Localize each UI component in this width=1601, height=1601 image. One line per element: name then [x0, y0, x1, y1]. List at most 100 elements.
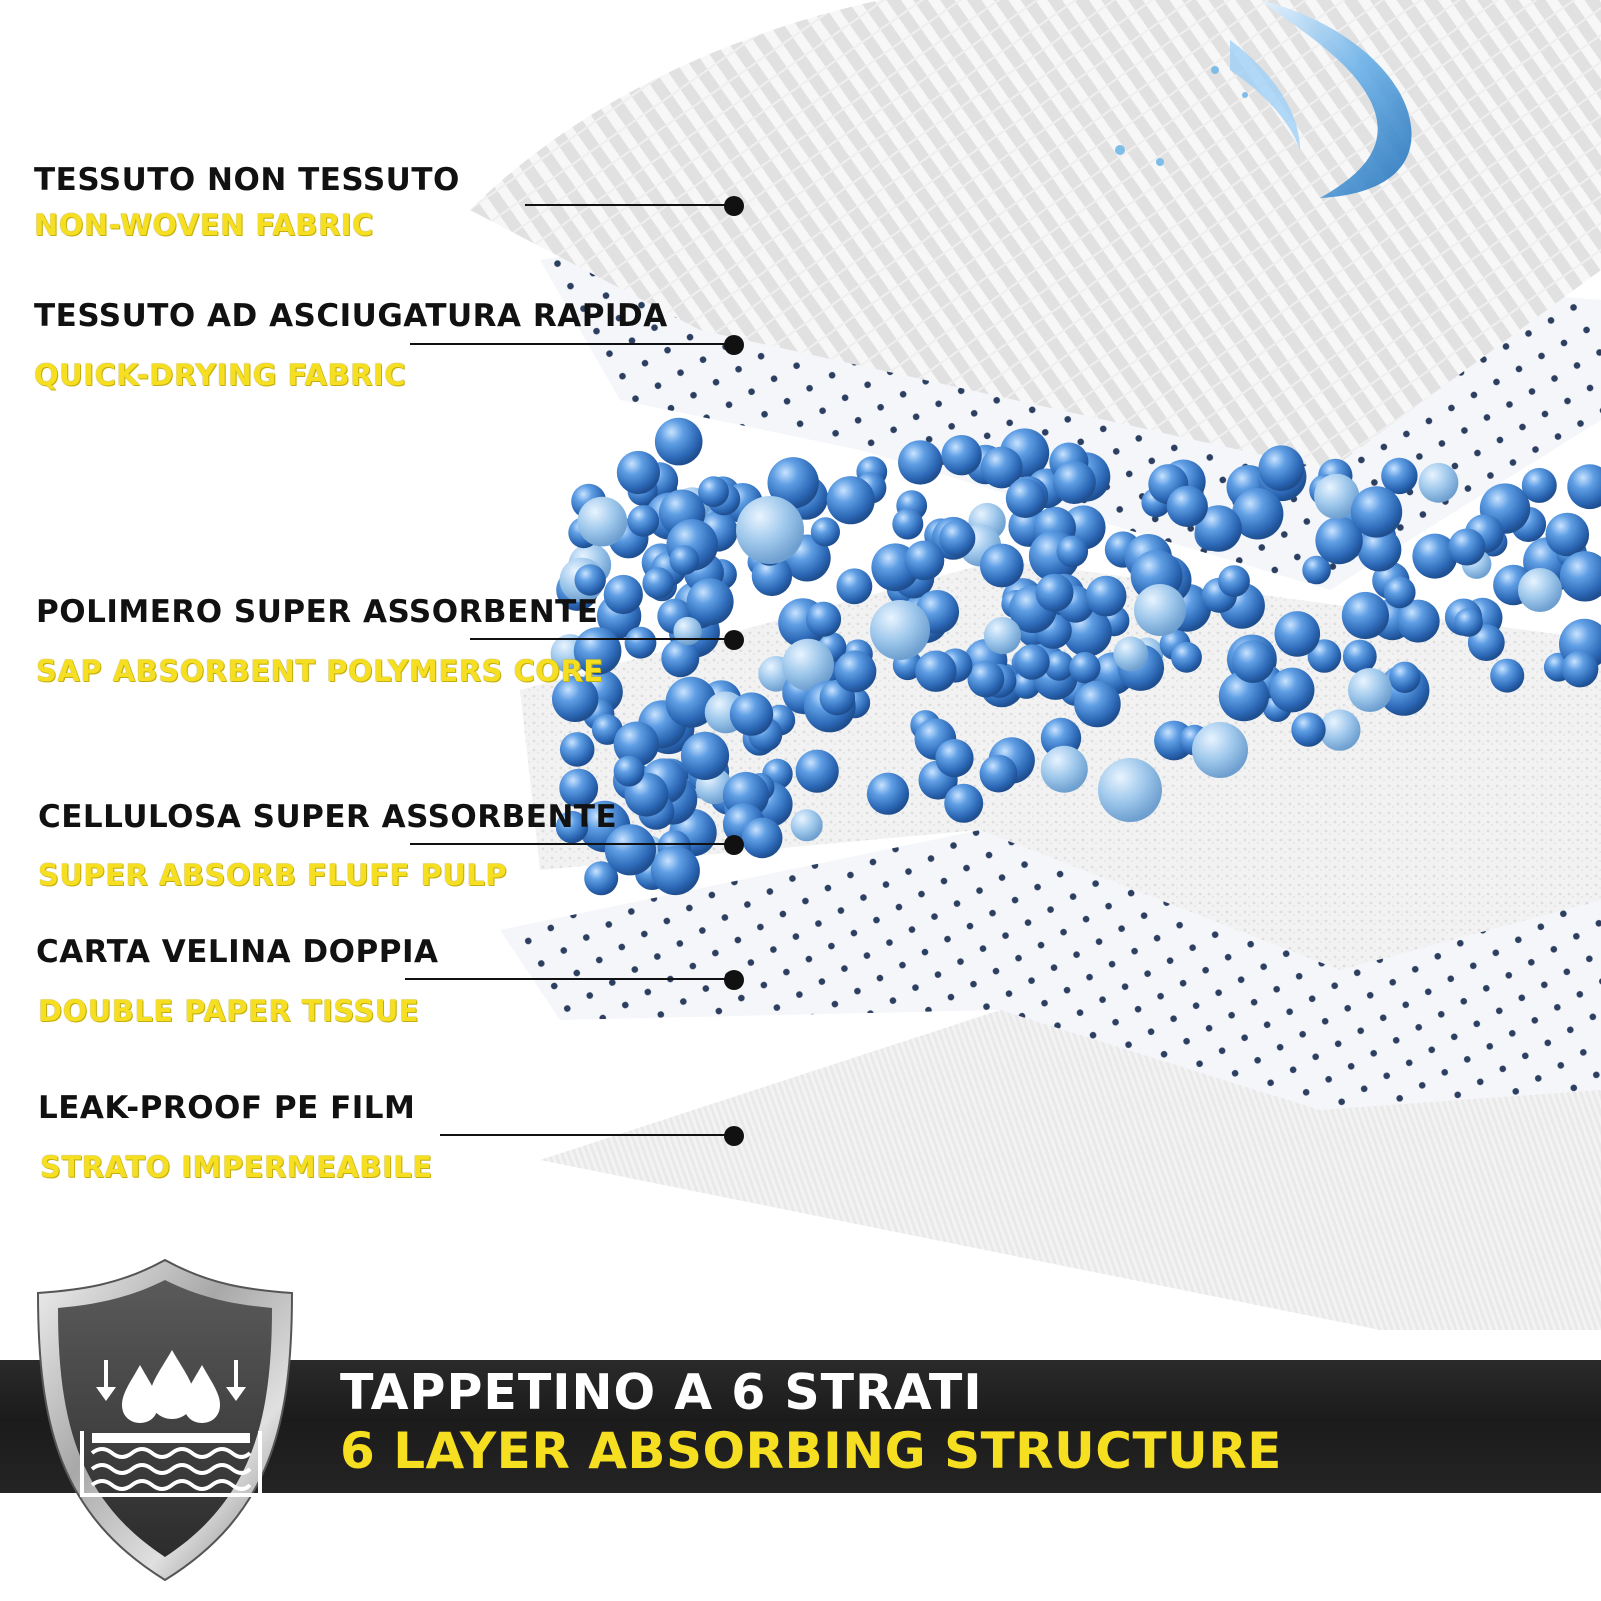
sap-bead: [613, 721, 659, 767]
sap-bead: [669, 545, 700, 575]
sap-bead: [836, 568, 873, 605]
sap-bead: [979, 754, 1018, 793]
sap-bead: [627, 505, 660, 537]
sap-bead: [680, 731, 730, 781]
water-splash-icon: [1115, 0, 1412, 198]
layer-5-marker-dot: [724, 970, 744, 990]
sap-bead: [698, 476, 729, 508]
sap-bead: [904, 540, 945, 581]
sap-bead: [665, 676, 717, 728]
sap-bead-large: [1134, 584, 1186, 636]
sap-bead: [555, 810, 589, 844]
sap-bead-large: [1192, 722, 1248, 778]
sap-bead: [1342, 639, 1377, 674]
sap-bead: [1195, 505, 1242, 552]
sap-bead: [1412, 533, 1458, 579]
sap-bead: [1418, 462, 1459, 503]
sap-bead: [915, 650, 957, 692]
layer-2-marker-dot: [724, 335, 744, 355]
sap-bead: [1166, 485, 1208, 527]
sap-bead: [1074, 680, 1121, 728]
sap-bead: [941, 435, 982, 476]
sap-bead: [1448, 528, 1486, 566]
sap-bead: [1232, 488, 1284, 540]
sap-bead: [1302, 555, 1331, 585]
sap-bead: [944, 783, 984, 823]
sap-bead: [1315, 516, 1363, 565]
sap-bead: [866, 772, 910, 815]
sap-bead: [834, 650, 877, 693]
layer-2-label-it: TESSUTO AD ASCIUGATURA RAPIDA: [34, 298, 668, 334]
sap-bead: [1218, 671, 1269, 722]
sap-bead: [983, 617, 1022, 655]
layer-2-label-en: QUICK-DRYING FABRIC: [34, 358, 406, 392]
sap-bead: [1396, 599, 1440, 643]
sap-bead: [1383, 576, 1416, 609]
sap-bead: [1341, 591, 1389, 640]
sap-bead: [624, 626, 657, 659]
sap-bead: [650, 846, 700, 896]
sap-bead-large: [1518, 568, 1562, 612]
layer-3-marker-dot: [724, 630, 744, 650]
sap-bead: [1085, 575, 1127, 617]
layer-5-label-en: DOUBLE PAPER TISSUE: [38, 994, 420, 1028]
sap-bead: [1005, 478, 1046, 518]
sap-bead: [616, 450, 661, 495]
sap-bead: [1381, 457, 1418, 495]
sap-bead-large: [1098, 758, 1162, 822]
sap-bead: [790, 809, 823, 842]
sap-bead: [559, 768, 599, 808]
layer-2-leader-line: [410, 343, 733, 345]
sap-bead: [1389, 661, 1421, 693]
sap-bead: [967, 660, 1005, 698]
sap-bead: [613, 755, 645, 787]
layer-6-marker-dot: [724, 1126, 744, 1146]
sap-bead: [642, 567, 674, 599]
sap-bead: [1258, 445, 1305, 492]
sap-bead: [805, 601, 842, 637]
sap-bead: [584, 861, 619, 896]
sap-bead: [574, 564, 606, 596]
sap-bead: [1291, 712, 1326, 747]
sap-bead: [939, 520, 976, 557]
sap-bead: [741, 817, 783, 859]
sap-bead-large: [1348, 668, 1392, 712]
sap-bead: [1350, 486, 1403, 538]
layer-6-leader-line: [440, 1134, 733, 1136]
sap-bead: [767, 457, 819, 509]
sap-bead: [577, 496, 628, 547]
layer-3-label-it: POLIMERO SUPER ASSORBENTE: [36, 594, 599, 630]
layer-4-leader-line: [410, 843, 733, 845]
sap-bead: [729, 692, 774, 736]
sap-bead: [1040, 745, 1088, 793]
layer-1-label-en: NON-WOVEN FABRIC: [34, 208, 374, 242]
sap-bead: [1218, 565, 1250, 597]
sap-bead: [980, 446, 1023, 489]
layer-1-leader-line: [525, 204, 733, 206]
sap-bead: [898, 440, 943, 485]
layer-4-label-it: CELLULOSA SUPER ASSORBENTE: [38, 799, 618, 835]
waterproof-shield-icon: [36, 1258, 294, 1582]
sap-bead: [1559, 551, 1601, 602]
sap-beads: [550, 417, 1601, 896]
sap-bead: [1231, 640, 1275, 683]
sap-bead: [795, 749, 839, 793]
sap-bead: [1274, 611, 1321, 657]
sap-bead: [1357, 527, 1402, 572]
layer-1-label-it: TESSUTO NON TESSUTO: [34, 162, 460, 198]
layer-6-label-it: LEAK-PROOF PE FILM: [38, 1090, 416, 1126]
sap-bead: [1567, 464, 1601, 510]
sap-bead: [826, 476, 875, 525]
layer-5-label-it: CARTA VELINA DOPPIA: [36, 934, 439, 970]
sap-bead: [979, 543, 1024, 588]
banner-title-en: 6 LAYER ABSORBING STRUCTURE: [340, 1422, 1282, 1480]
sap-bead: [751, 555, 793, 597]
sap-bead: [1052, 460, 1096, 504]
layer-1-marker-dot: [724, 196, 744, 216]
sap-bead: [892, 508, 924, 540]
sap-bead: [1171, 641, 1202, 673]
sap-bead: [1269, 667, 1315, 713]
sap-bead: [686, 578, 734, 626]
sap-bead: [782, 638, 834, 691]
sap-bead: [604, 824, 657, 876]
